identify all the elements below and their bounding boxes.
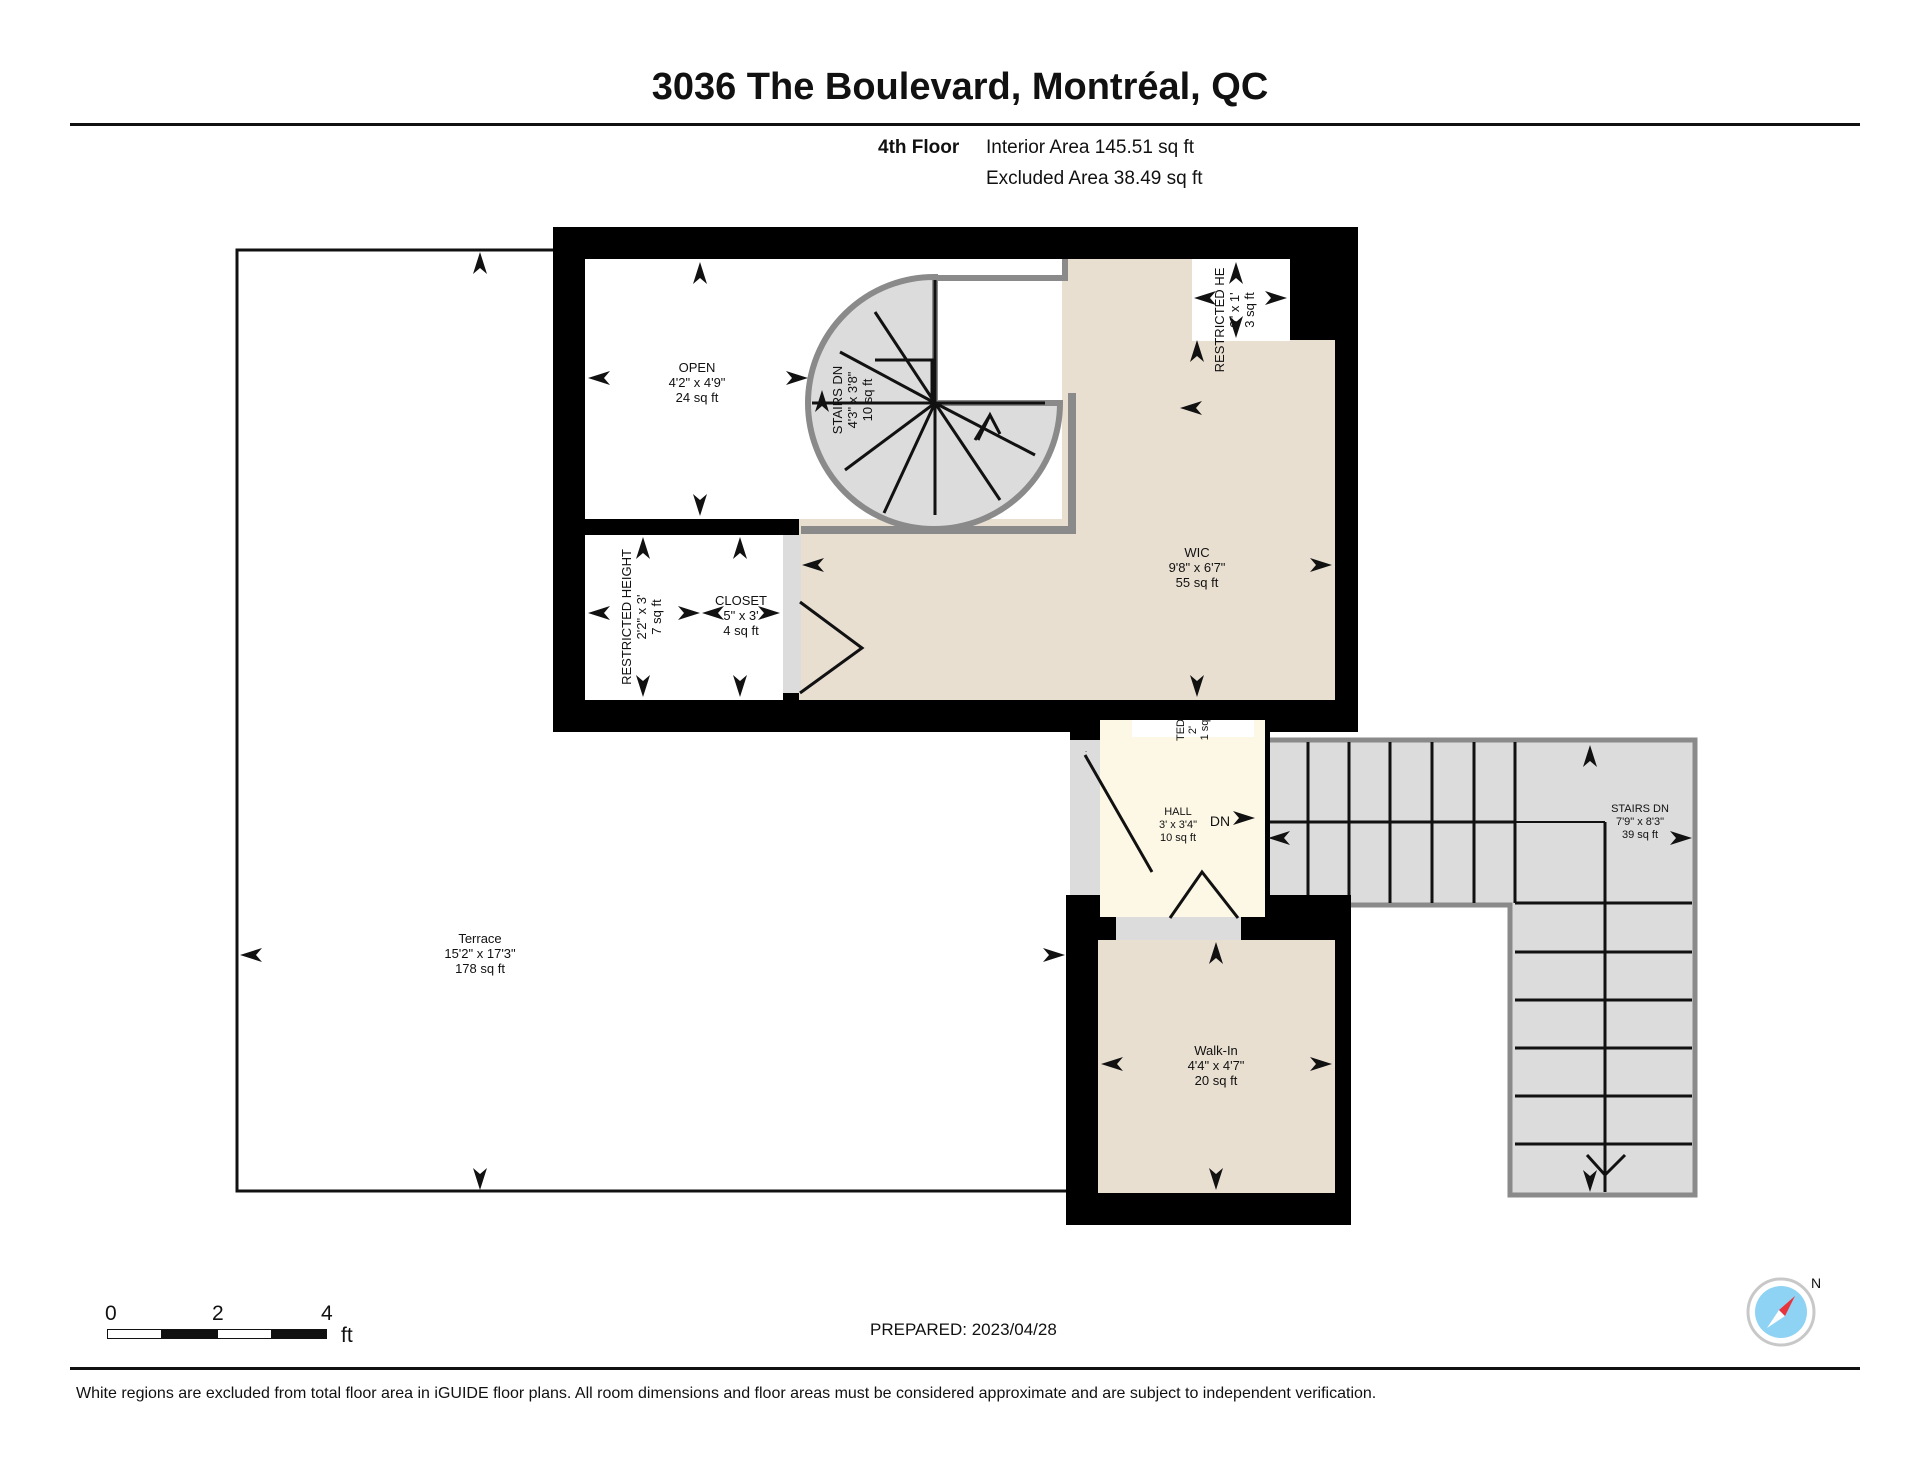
hall-dims: 3' x 3'4" <box>1159 819 1197 831</box>
interior-area: Interior Area 145.51 sq ft <box>986 137 1195 158</box>
restricted-left-area: 7 sq ft <box>649 599 664 635</box>
restricted-hall-nook <box>1132 720 1254 737</box>
restricted-hall-area: 1 sq <box>1199 720 1211 741</box>
spiral-stairs-area: 10 sq ft <box>860 378 875 421</box>
room-label-restricted-left: RESTRICTED HEIGHT 2'2" x 3' 7 sq ft <box>619 549 664 685</box>
room-label-spiral-stairs: STAIRS DN 4'3" x 3'8" 10 sq ft <box>830 366 875 434</box>
hall-door-leaf-front <box>1083 754 1154 873</box>
restricted-left-name: RESTRICTED HEIGHT <box>619 549 634 685</box>
scale-segment-4 <box>272 1329 327 1339</box>
straight-stairs-area: 39 sq ft <box>1622 829 1658 841</box>
restricted-hall-name: TED <box>1175 719 1187 741</box>
hall-name: HALL <box>1164 806 1192 818</box>
closet-door-jamb <box>783 535 801 693</box>
restricted-left-dims: 2'2" x 3' <box>634 595 649 640</box>
open-dims: 4'2" x 4'9" <box>669 375 726 390</box>
restricted-top-dims: 9" x 1' <box>1227 292 1242 327</box>
hall-left-jamb <box>1070 752 1100 895</box>
terrace-name: Terrace <box>458 931 501 946</box>
scale-segment-1 <box>107 1329 162 1339</box>
room-label-open: OPEN 4'2" x 4'9" 24 sq ft <box>669 360 726 405</box>
closet-area-text: 4 sq ft <box>723 623 759 638</box>
prepared-date: PREPARED: 2023/04/28 <box>870 1320 1057 1339</box>
terrace-dims: 15'2" x 17'3" <box>444 946 516 961</box>
room-label-closet: CLOSET 5" x 3' 4 sq ft <box>715 593 767 638</box>
page-title: 3036 The Boulevard, Montréal, QC <box>651 66 1269 108</box>
compass-north-label: N <box>1811 1275 1821 1291</box>
open-name: OPEN <box>679 360 716 375</box>
scale-label-4: 4 <box>321 1302 333 1325</box>
room-label-terrace: Terrace 15'2" x 17'3" 178 sq ft <box>444 931 516 976</box>
walkin-name: Walk-In <box>1194 1043 1238 1058</box>
scale-bar: 0 2 4 ft <box>105 1302 365 1347</box>
room-label-restricted-hall: TED 2' 1 sq <box>1175 719 1211 741</box>
scale-segment-2 <box>162 1329 217 1339</box>
wic-door-swing <box>799 600 865 695</box>
hall-dn-label: DN <box>1210 813 1230 829</box>
hall-area: 10 sq ft <box>1160 832 1196 844</box>
scale-label-2: 2 <box>212 1302 224 1325</box>
room-label-wic: WIC 9'8" x 6'7" 55 sq ft <box>1169 545 1226 590</box>
spiral-stairs-dims: 4'3" x 3'8" <box>845 371 860 428</box>
floor-label: 4th Floor <box>878 137 960 158</box>
open-area-text: 24 sq ft <box>676 390 719 405</box>
room-label-straight-stairs: STAIRS DN 7'9" x 8'3" 39 sq ft <box>1611 803 1669 841</box>
footer-rule <box>70 1367 1860 1370</box>
dimension-arrows <box>240 252 1692 1192</box>
disclaimer: White regions are excluded from total fl… <box>76 1385 1377 1402</box>
restricted-hall-dims: 2' <box>1187 726 1199 734</box>
room-label-restricted-top: RESTRICTED HE 9" x 1' 3 sq ft <box>1212 267 1257 372</box>
excluded-area: Excluded Area 38.49 sq ft <box>986 168 1203 189</box>
scale-unit: ft <box>341 1324 353 1347</box>
wic-dims: 9'8" x 6'7" <box>1169 560 1226 575</box>
hall-floor-overlay <box>1100 752 1265 917</box>
room-label-walkin: Walk-In 4'4" x 4'7" 20 sq ft <box>1188 1043 1245 1088</box>
header-rule <box>70 123 1860 126</box>
wic-floor <box>799 259 1335 700</box>
wic-area: 55 sq ft <box>1176 575 1219 590</box>
walkin-area: 20 sq ft <box>1195 1073 1238 1088</box>
straight-stairs-dims: 7'9" x 8'3" <box>1616 816 1664 828</box>
scale-label-0: 0 <box>105 1302 117 1325</box>
room-label-hall: HALL 3' x 3'4" 10 sq ft <box>1159 806 1197 844</box>
scale-segment-3 <box>217 1329 272 1339</box>
walkin-floor <box>1098 940 1335 1193</box>
hall-bottom-swing-front <box>1168 869 1240 919</box>
walkin-dims: 4'4" x 4'7" <box>1188 1058 1245 1073</box>
compass-icon: N <box>1746 1275 1821 1347</box>
closet-name: CLOSET <box>715 593 767 608</box>
terrace-area: 178 sq ft <box>455 961 505 976</box>
spiral-stairs <box>801 259 1076 534</box>
restricted-top-name: RESTRICTED HE <box>1212 267 1227 372</box>
straight-stairs-name: STAIRS DN <box>1611 803 1669 815</box>
spiral-stairs-name: STAIRS DN <box>830 366 845 434</box>
closet-dims: 5" x 3' <box>723 608 758 623</box>
restricted-top-area: 3 sq ft <box>1242 292 1257 328</box>
wic-name: WIC <box>1184 545 1209 560</box>
terrace-outline <box>235 248 1068 1193</box>
walkin-door-jamb <box>1116 917 1241 940</box>
